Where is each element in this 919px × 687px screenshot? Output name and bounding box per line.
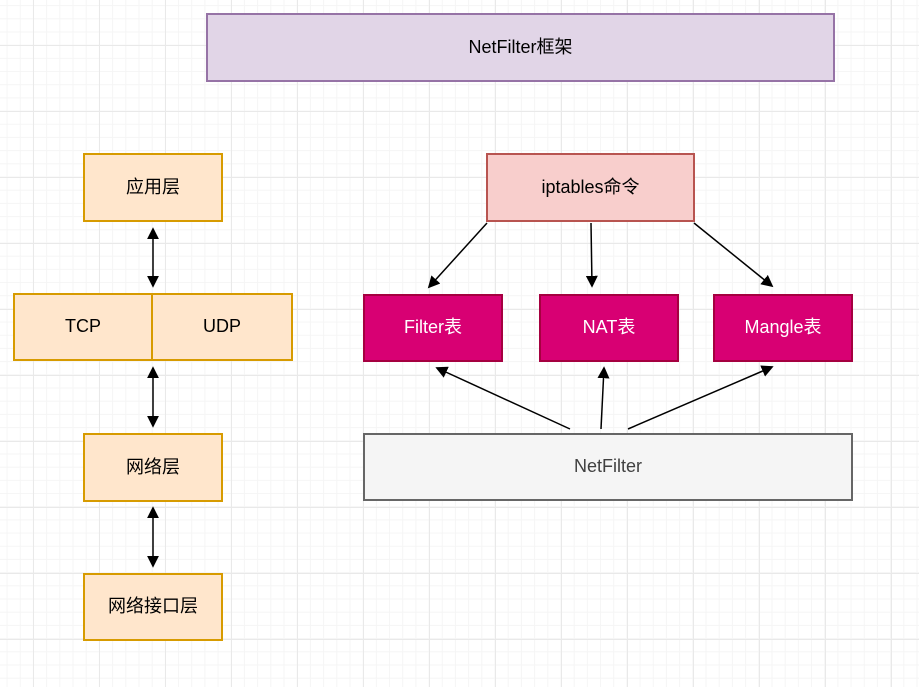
edge-iptables-nat [585, 222, 598, 288]
node-nat-table: NAT表 [539, 294, 679, 362]
node-label: Mangle表 [744, 317, 822, 338]
node-application-layer: 应用层 [83, 153, 223, 222]
node-label: Filter表 [404, 317, 462, 338]
node-title: NetFilter框架 [206, 13, 835, 82]
node-tcp: TCP [13, 293, 153, 361]
node-label: NAT表 [582, 317, 636, 338]
diagram-title: NetFilter框架 [468, 36, 573, 57]
node-udp: UDP [151, 293, 293, 361]
node-label: TCP [65, 316, 101, 337]
node-label: NetFilter [573, 456, 642, 477]
edge-netfilter-nat [597, 366, 610, 430]
node-network-layer: 网络层 [83, 433, 223, 502]
node-mangle-table: Mangle表 [713, 294, 853, 362]
node-iptables-command: iptables命令 [486, 153, 695, 222]
node-network-interface-layer: 网络接口层 [83, 573, 223, 641]
node-netfilter: NetFilter [363, 433, 853, 501]
node-label: 网络接口层 [108, 596, 198, 617]
node-label: iptables命令 [541, 176, 640, 197]
node-label: UDP [202, 316, 241, 337]
node-filter-table: Filter表 [363, 294, 503, 362]
node-label: 应用层 [126, 176, 180, 197]
edge-iptables-filter [427, 222, 488, 289]
edge-iptables-mangle [693, 222, 774, 288]
edge-netfilter-filter [435, 366, 571, 430]
node-label: 网络层 [126, 456, 180, 477]
edge-netfilter-mangle [627, 365, 774, 430]
